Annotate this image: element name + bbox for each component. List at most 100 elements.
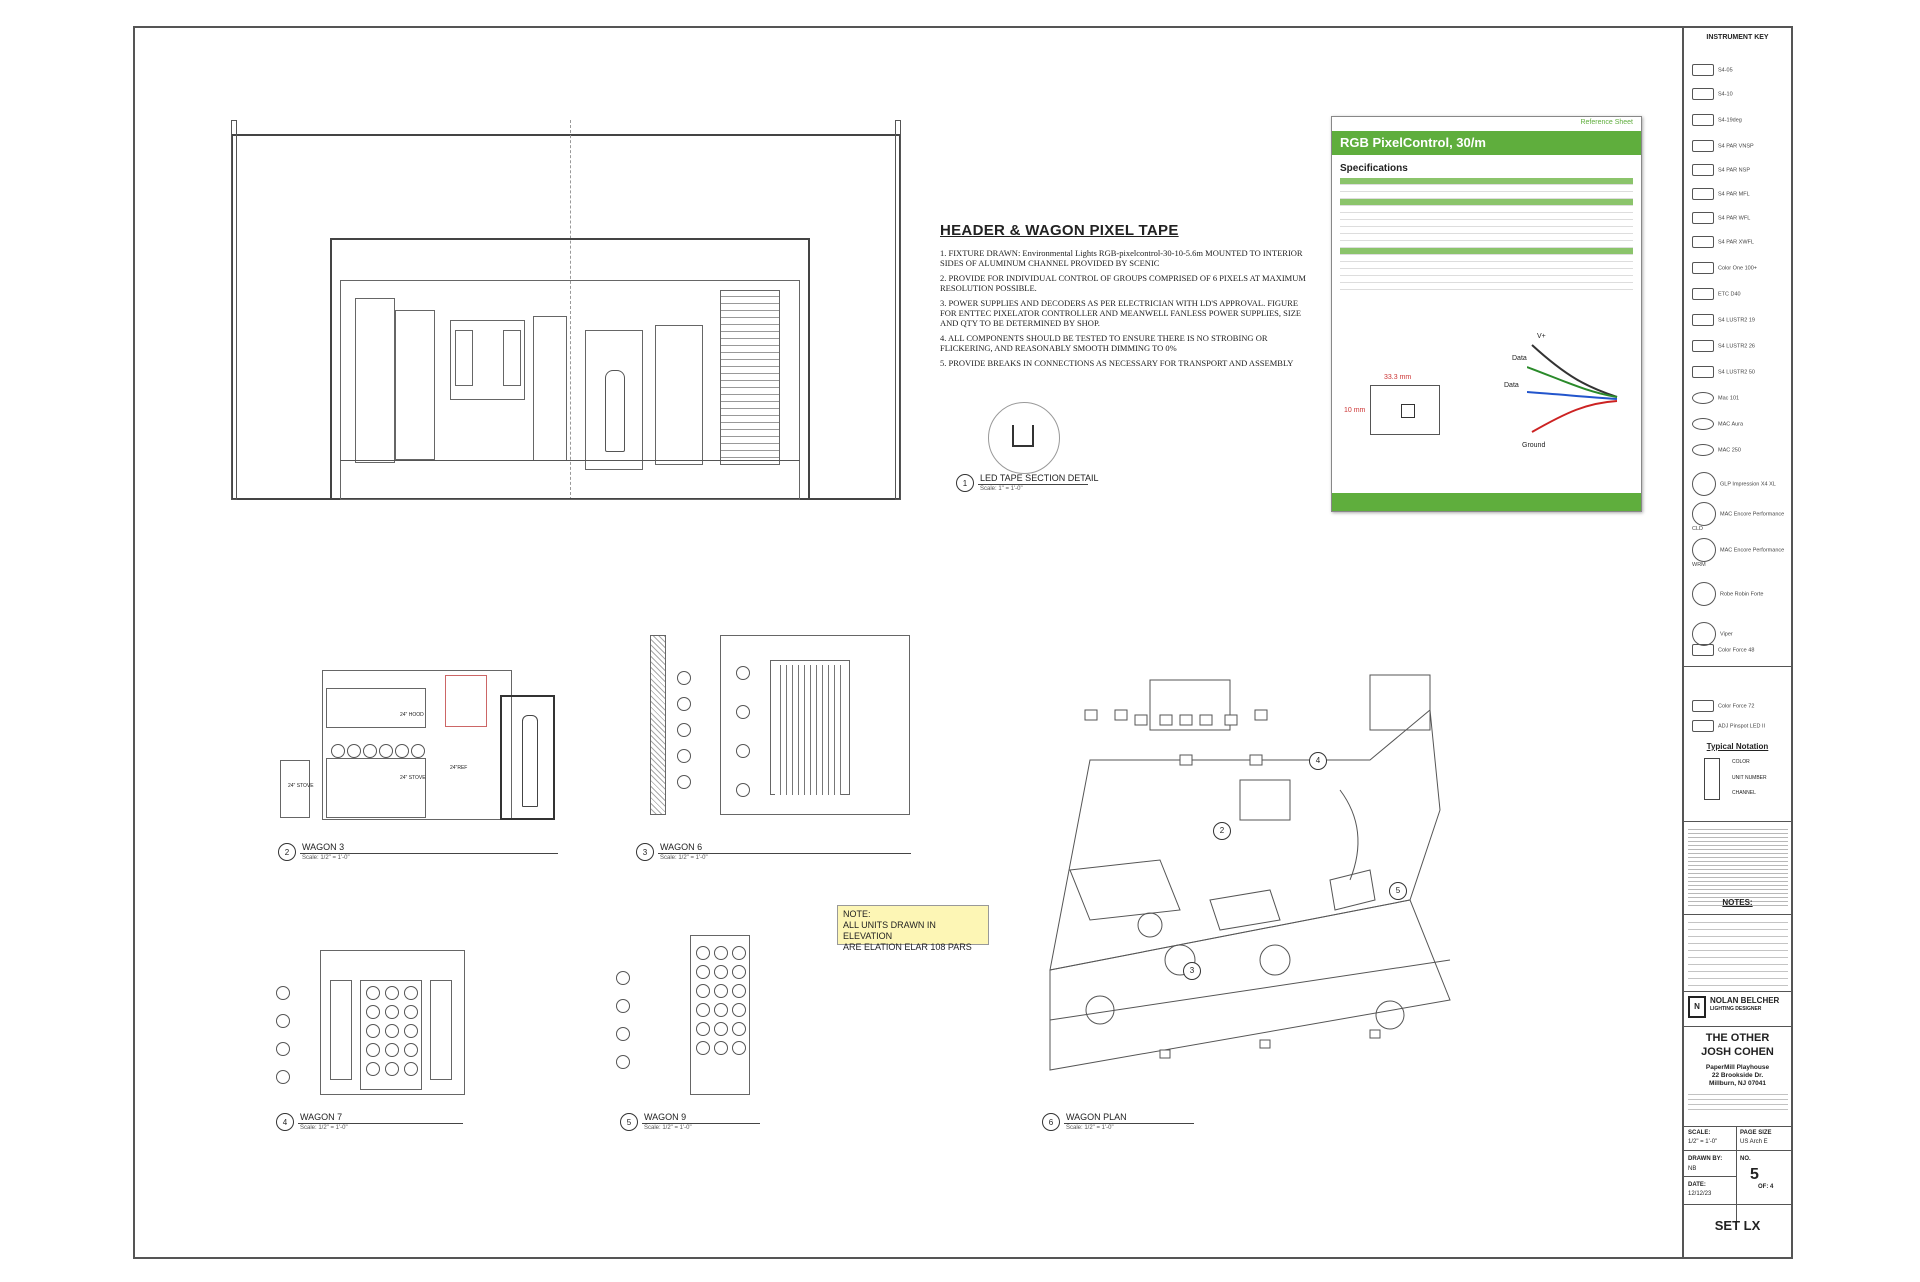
notation-color: COLOR	[1732, 759, 1750, 765]
pixel-tape-title: HEADER & WAGON PIXEL TAPE	[940, 222, 1179, 239]
instrument-key-item: S4 PAR VNSP	[1692, 140, 1754, 152]
instrument-key-item: MAC Encore Performance WRM	[1692, 538, 1793, 568]
detail-scale: Scale: 1/2" = 1'-0"	[660, 855, 708, 861]
sheet-no-value: 5	[1750, 1166, 1759, 1183]
fixture-symbol-icon	[1692, 288, 1714, 300]
show-title-line2: JOSH COHEN	[1701, 1046, 1774, 1058]
instrument-key-item: S4 PAR XWFL	[1692, 236, 1754, 248]
venue-address1: 22 Brookside Dr.	[1711, 1072, 1764, 1079]
fixture-symbol-icon	[1692, 582, 1716, 606]
fixture-symbol-icon	[1692, 622, 1716, 646]
dim-ref: 24"REF	[450, 765, 468, 771]
spec-tag: Reference Sheet	[1580, 119, 1633, 126]
instrument-key-item: S4 PAR NSP	[1692, 164, 1750, 176]
notes-title: NOTES:	[1722, 898, 1753, 907]
instrument-key-label: GLP Impression X4 XL	[1720, 481, 1776, 488]
fixture-symbol-icon	[1692, 472, 1716, 496]
detail-title: WAGON 7	[300, 1112, 343, 1122]
detail-title: WAGON 9	[644, 1112, 687, 1122]
spec-title: RGB PixelControl, 30/m	[1332, 131, 1641, 155]
instrument-key-item: S4 LUSTR2 26	[1692, 340, 1755, 352]
instrument-key-label: ADJ Pinspot LED II	[1718, 723, 1766, 730]
fixture-symbol-icon	[1692, 392, 1714, 404]
instrument-key-item: Mac 101	[1692, 392, 1739, 404]
led-spec-sheet: Reference Sheet RGB PixelControl, 30/m S…	[1331, 116, 1642, 512]
fixture-symbol-icon	[1692, 212, 1714, 224]
wagon-9-elevation	[610, 935, 760, 1100]
fixture-symbol-icon	[1692, 720, 1714, 732]
wire-label: Ground	[1522, 442, 1546, 449]
designer-role: LIGHTING DESIGNER	[1710, 1006, 1762, 1012]
note-line: NOTE:	[843, 909, 871, 919]
pixel-tape-note: 5. PROVIDE BREAKS IN CONNECTIONS AS NECE…	[940, 358, 1294, 368]
instrument-key-item: Robe Robin Forte	[1692, 582, 1763, 606]
detail-title: WAGON 6	[660, 842, 703, 852]
instrument-key-label: S4 PAR NSP	[1718, 167, 1750, 174]
page-size-value: US Arch E	[1740, 1139, 1768, 1145]
instrument-key-item: S4-19deg	[1692, 114, 1742, 126]
instrument-key-label: S4 PAR XWFL	[1718, 239, 1754, 246]
note-line: ALL UNITS DRAWN IN ELEVATION	[843, 920, 936, 941]
fixture-symbol-icon	[1692, 114, 1714, 126]
detail-title: WAGON 3	[302, 842, 345, 852]
fixture-symbol-icon	[1692, 340, 1714, 352]
instrument-key-item: Color Force 72	[1692, 700, 1754, 712]
fixture-symbol-icon	[1692, 188, 1714, 200]
instrument-key-label: MAC Encore Performance CLD	[1692, 511, 1785, 532]
detail-number: 4	[276, 1113, 294, 1131]
led-pcb-diagram	[1370, 385, 1440, 435]
instrument-key-label: Mac 101	[1718, 395, 1740, 402]
designer-name: NOLAN BELCHER	[1710, 996, 1780, 1005]
detail-number: 6	[1042, 1113, 1060, 1131]
date-label: DATE:	[1688, 1182, 1706, 1188]
detail-scale: Scale: 1/2" = 1'-0"	[644, 1125, 692, 1131]
wagon-6-elevation	[640, 635, 920, 820]
drawn-by-value: NB	[1688, 1166, 1697, 1172]
plan-marker: 3	[1183, 962, 1201, 980]
detail-number: 2	[278, 843, 296, 861]
fixture-symbol-icon	[1692, 164, 1714, 176]
spec-subtitle: Specifications	[1340, 163, 1408, 174]
detail-scale: Scale: 1/2" = 1'-0"	[1066, 1125, 1114, 1131]
instrument-key-item: Color Force 48	[1692, 644, 1754, 656]
instrument-key-item: Viper	[1692, 622, 1733, 646]
dim-stove: 24" STOVE	[400, 775, 426, 781]
pixel-tape-note: 2. PROVIDE FOR INDIVIDUAL CONTROL OF GRO…	[940, 273, 1306, 293]
fixture-symbol-icon	[1692, 140, 1714, 152]
units-note: NOTE: ALL UNITS DRAWN IN ELEVATION ARE E…	[837, 905, 989, 952]
instrument-key-label: S4 PAR VNSP	[1718, 143, 1754, 150]
instrument-key-item: MAC Aura	[1692, 418, 1743, 430]
instrument-key-label: MAC 250	[1718, 447, 1741, 454]
fixture-symbol-icon	[1692, 538, 1716, 562]
fixture-symbol-icon	[1692, 366, 1714, 378]
instrument-key-item: Color One 100+	[1692, 262, 1757, 274]
header-elevation-drawing	[215, 120, 915, 500]
show-title-line1: THE OTHER	[1705, 1032, 1770, 1044]
spec-dim-width: 33.3 mm	[1384, 374, 1412, 381]
drawn-by-label: DRAWN BY:	[1688, 1156, 1723, 1162]
instrument-key-label: S4 LUSTR2 50	[1718, 369, 1755, 376]
instrument-key-item: S4 PAR MFL	[1692, 188, 1750, 200]
instrument-key-label: Robe Robin Forte	[1720, 591, 1764, 598]
notes-text	[1688, 916, 1788, 986]
instrument-key-label: S4 PAR MFL	[1718, 191, 1750, 198]
fixture-symbol-icon	[1692, 644, 1714, 656]
instrument-key-label: S4-19deg	[1718, 117, 1742, 124]
wagon-3-elevation: 24" HOOD 24" STOVE 24" STOVE 24"REF	[270, 665, 560, 820]
instrument-key-label: MAC Aura	[1718, 421, 1744, 428]
instrument-key-title: INSTRUMENT KEY	[1706, 34, 1769, 41]
date-value: 12/12/23	[1688, 1191, 1712, 1197]
instrument-key-item: S4 LUSTR2 19	[1692, 314, 1755, 326]
wire-bundle-diagram	[1527, 344, 1618, 433]
notation-channel: CHANNEL	[1732, 790, 1756, 796]
fixture-symbol-icon	[1692, 418, 1714, 430]
dim-stove-side: 24" STOVE	[288, 783, 314, 789]
wagon-7-elevation	[270, 950, 470, 1098]
fixture-symbol-icon	[1692, 444, 1714, 456]
fixture-symbol-icon	[1692, 236, 1714, 248]
detail-number: 5	[620, 1113, 638, 1131]
instrument-key-label: S4-10	[1718, 91, 1733, 98]
designer-logo-icon: N	[1688, 996, 1706, 1018]
instrument-key-label: S4 LUSTR2 19	[1718, 317, 1755, 324]
